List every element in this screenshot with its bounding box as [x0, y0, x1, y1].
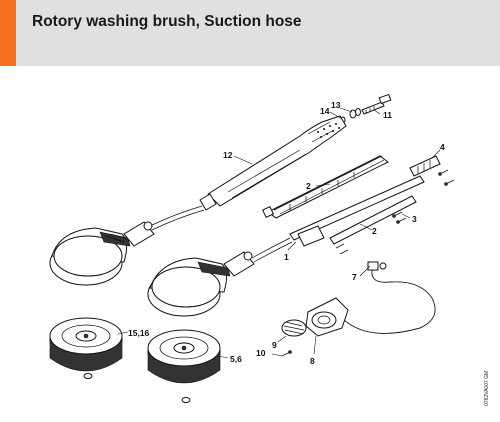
callout-7: 7: [352, 272, 357, 282]
callout-14: 14: [320, 106, 330, 116]
callout-10: 10: [256, 348, 266, 358]
suction-hose-7: [343, 261, 436, 334]
callout-12: 12: [223, 150, 233, 160]
nozzle-fitting-11: [361, 93, 392, 115]
screws-3: [335, 169, 455, 255]
callout-5-6: 5,6: [230, 354, 242, 364]
callout-4: 4: [440, 142, 445, 152]
callout-15-16: 15,16: [128, 328, 150, 338]
screw-10: [281, 350, 292, 357]
strainer-9: [281, 319, 307, 337]
callout-1: 1: [284, 252, 289, 262]
document-id: 0782VA007 GM: [484, 371, 490, 406]
callout-8: 8: [310, 356, 315, 366]
callout-9: 9: [272, 340, 277, 350]
lance-tube-1: [289, 155, 441, 247]
callout-13: 13: [331, 100, 341, 110]
page-title: Rotory washing brush, Suction hose: [32, 13, 302, 30]
brush-ring-5-6: [147, 329, 221, 403]
handle-12: [149, 115, 347, 231]
callout-11: 11: [383, 110, 392, 120]
brush-head-center: [147, 237, 293, 317]
o-ring-13: [349, 108, 361, 119]
parts-diagram: 11 13 14 12 4 2 2 3 1 7 15,16 5,6 9 10 8…: [49, 93, 490, 406]
accent-bar: [0, 0, 16, 66]
rail-2-upper: [261, 155, 389, 219]
callouts: 11 13 14 12 4 2 2 3 1 7 15,16 5,6 9 10 8: [117, 100, 445, 366]
callout-2a: 2: [306, 181, 311, 191]
rail-2-lower: [329, 195, 417, 245]
filter-housing-8: [305, 297, 349, 337]
brush-ring-15-16: [49, 317, 123, 379]
header-band: Rotory washing brush, Suction hose: [0, 0, 500, 66]
callout-2b: 2: [372, 226, 377, 236]
brush-head-left: [49, 221, 155, 286]
callout-3: 3: [412, 214, 417, 224]
